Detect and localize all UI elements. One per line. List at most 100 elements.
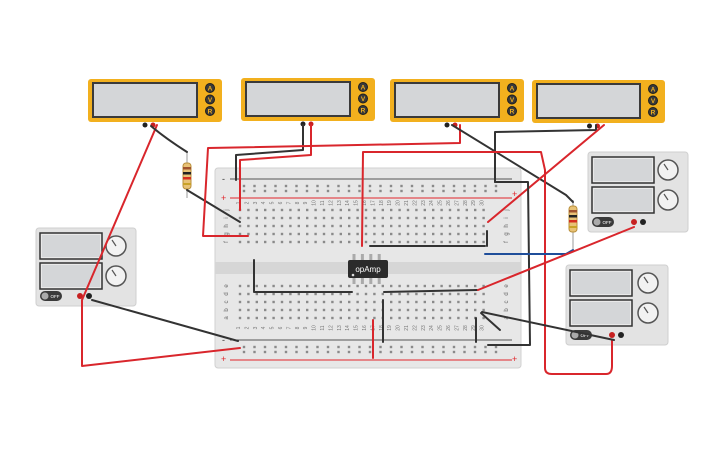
breadboard-hole[interactable] <box>297 232 300 236</box>
breadboard-hole[interactable] <box>322 232 326 236</box>
breadboard-hole[interactable] <box>348 208 351 212</box>
wire-meter1-red[interactable] <box>81 124 241 367</box>
rail-hole[interactable] <box>305 189 309 193</box>
breadboard-hole[interactable] <box>440 232 443 236</box>
power-supply-terminal-pos[interactable] <box>609 332 615 338</box>
breadboard-hole[interactable] <box>314 292 317 296</box>
rail-hole[interactable] <box>400 345 403 349</box>
multimeter-mode-button[interactable] <box>648 95 658 106</box>
wire-opamp-right-black[interactable] <box>383 289 478 293</box>
breadboard-hole[interactable] <box>247 224 250 228</box>
breadboard-hole[interactable] <box>390 240 393 244</box>
rail-hole[interactable] <box>295 189 298 193</box>
breadboard-hole[interactable] <box>390 284 393 288</box>
breadboard-hole[interactable] <box>406 240 410 244</box>
breadboard-hole[interactable] <box>373 300 376 304</box>
breadboard-hole[interactable] <box>255 284 258 288</box>
breadboard-hole[interactable] <box>247 284 250 288</box>
breadboard-hole[interactable] <box>289 308 292 312</box>
breadboard-hole[interactable] <box>390 232 393 236</box>
power-supply-terminal-neg[interactable] <box>86 293 92 299</box>
breadboard-hole[interactable] <box>415 216 418 220</box>
breadboard-hole[interactable] <box>440 300 443 304</box>
multimeter-mode-button[interactable] <box>358 93 368 104</box>
breadboard-hole[interactable] <box>415 308 418 312</box>
breadboard-hole[interactable] <box>306 284 309 288</box>
breadboard-hole[interactable] <box>255 300 258 304</box>
rail-hole[interactable] <box>253 189 256 193</box>
wire-resistor-left-to-board[interactable] <box>186 189 241 223</box>
psu-right-bottom[interactable]: OFF <box>565 264 669 346</box>
breadboard-hole[interactable] <box>423 284 426 288</box>
psu-right-top[interactable]: OFF <box>587 151 689 233</box>
breadboard-hole[interactable] <box>339 284 342 288</box>
rail-hole[interactable] <box>337 345 340 349</box>
multimeter-mode-button[interactable] <box>358 82 368 92</box>
rail-hole[interactable] <box>379 184 382 188</box>
breadboard-hole[interactable] <box>482 316 485 320</box>
breadboard-hole[interactable] <box>339 216 342 220</box>
breadboard-hole[interactable] <box>322 316 326 320</box>
breadboard-hole[interactable] <box>280 316 284 320</box>
wire-board-black-diag[interactable] <box>480 312 501 331</box>
rail-hole[interactable] <box>473 184 477 188</box>
breadboard-hole[interactable] <box>247 308 250 312</box>
breadboard-hole[interactable] <box>289 240 292 244</box>
breadboard-hole[interactable] <box>264 292 267 296</box>
breadboard-hole[interactable] <box>339 224 342 228</box>
breadboard-hole[interactable] <box>432 216 435 220</box>
breadboard-hole[interactable] <box>247 300 250 304</box>
breadboard-hole[interactable] <box>289 284 292 288</box>
breadboard-hole[interactable] <box>255 208 258 212</box>
breadboard-hole[interactable] <box>356 300 359 304</box>
breadboard-hole[interactable] <box>406 308 410 312</box>
breadboard-hole[interactable] <box>280 208 284 212</box>
multimeter-terminal-com[interactable] <box>587 123 592 129</box>
breadboard-hole[interactable] <box>432 284 435 288</box>
breadboard-hole[interactable] <box>306 300 309 304</box>
multimeter-mode-button[interactable] <box>205 94 215 105</box>
rail-hole[interactable] <box>421 350 424 354</box>
breadboard-hole[interactable] <box>398 316 401 320</box>
breadboard-hole[interactable] <box>381 240 384 244</box>
meter-1[interactable]: AVR <box>88 79 222 128</box>
breadboard-hole[interactable] <box>398 216 401 220</box>
breadboard-hole[interactable] <box>272 308 275 312</box>
breadboard-hole[interactable] <box>356 208 359 212</box>
breadboard-hole[interactable] <box>381 208 384 212</box>
rail-hole[interactable] <box>347 350 351 354</box>
breadboard-hole[interactable] <box>264 216 267 220</box>
breadboard-hole[interactable] <box>322 224 326 228</box>
rail-hole[interactable] <box>442 189 445 193</box>
rail-hole[interactable] <box>326 350 330 354</box>
breadboard-hole[interactable] <box>238 300 242 304</box>
breadboard-hole[interactable] <box>255 308 258 312</box>
breadboard-hole[interactable] <box>406 292 410 296</box>
rail-hole[interactable] <box>326 189 330 193</box>
breadboard-hole[interactable] <box>356 232 359 236</box>
breadboard-hole[interactable] <box>255 232 258 236</box>
breadboard-hole[interactable] <box>457 216 460 220</box>
rail-hole[interactable] <box>463 189 466 193</box>
breadboard-hole[interactable] <box>314 216 317 220</box>
multimeter-mode-button[interactable] <box>648 84 658 94</box>
multimeter-mode-button[interactable] <box>358 105 368 115</box>
breadboard-hole[interactable] <box>415 224 418 228</box>
rail-hole[interactable] <box>368 350 372 354</box>
breadboard-hole[interactable] <box>356 284 359 288</box>
breadboard-hole[interactable] <box>322 284 326 288</box>
breadboard-hole[interactable] <box>448 208 452 212</box>
breadboard-hole[interactable] <box>398 240 401 244</box>
breadboard-hole[interactable] <box>238 292 242 296</box>
breadboard-hole[interactable] <box>314 308 317 312</box>
breadboard-hole[interactable] <box>474 224 477 228</box>
breadboard-hole[interactable] <box>331 284 334 288</box>
rail-hole[interactable] <box>295 184 298 188</box>
opamp-chip[interactable]: opAmp <box>348 254 388 284</box>
breadboard-hole[interactable] <box>415 284 418 288</box>
rail-hole[interactable] <box>305 345 309 349</box>
rail-hole[interactable] <box>484 184 487 188</box>
resistor-right[interactable] <box>568 200 578 250</box>
breadboard-hole[interactable] <box>322 292 326 296</box>
